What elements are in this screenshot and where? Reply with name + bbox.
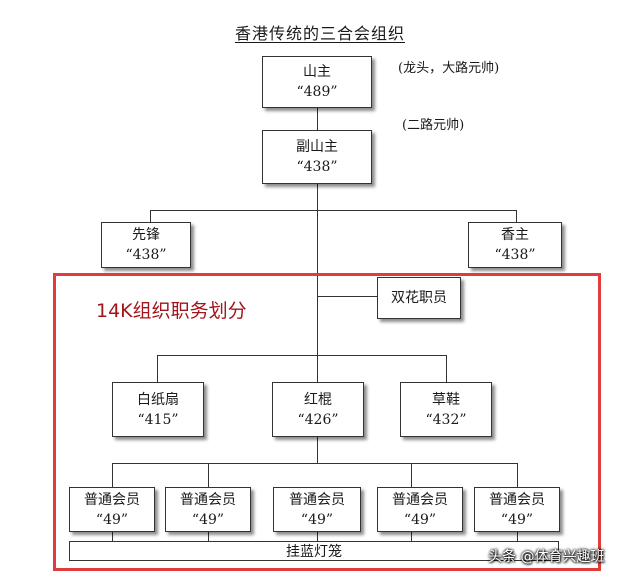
node-name: 副山主 (296, 139, 338, 155)
connector-line (517, 532, 519, 541)
node-caoxie: 草鞋 “432” (400, 382, 492, 437)
node-member: 普通会员 “49” (474, 487, 560, 532)
node-note: (龙头，大路元帅) (398, 61, 500, 76)
node-name: 先锋 (132, 227, 160, 243)
node-member: 普通会员 “49” (69, 487, 155, 532)
node-name: 普通会员 (392, 491, 448, 508)
node-xiangzhu: 香主 “438” (468, 222, 562, 268)
connector-line (317, 108, 319, 130)
highlight-frame (53, 273, 601, 571)
connector-line (317, 184, 319, 382)
node-name: 双花职员 (391, 290, 447, 306)
connector-line (150, 210, 152, 222)
node-name: 草鞋 (432, 391, 460, 408)
bottom-bar: 挂蓝灯笼 (69, 541, 559, 561)
connector-line (208, 463, 210, 487)
node-code: “49” (191, 511, 225, 528)
node-member: 普通会员 “49” (165, 487, 251, 532)
node-code: “49” (95, 511, 129, 528)
watermark: 头条 @体育兴趣班 (488, 549, 605, 565)
node-code: “438” (494, 247, 536, 263)
connector-line (317, 350, 319, 382)
connector-line (317, 437, 319, 463)
connector-line (112, 532, 114, 541)
node-name: 普通会员 (489, 491, 545, 508)
connector-line (112, 463, 518, 465)
node-member: 普通会员 “49” (273, 487, 361, 532)
connector-line (517, 463, 519, 487)
connector-line (157, 355, 447, 357)
node-code: “415” (137, 411, 179, 428)
node-baizhishan: 白纸扇 “415” (112, 382, 204, 437)
node-honggun: 红棍 “426” (272, 382, 364, 437)
connector-line (208, 532, 210, 541)
node-xianfeng: 先锋 “438” (101, 222, 191, 268)
node-code: “438” (296, 159, 338, 175)
node-fushanzhu: 副山主 “438” (262, 130, 372, 184)
node-code: “426” (297, 411, 339, 428)
connector-line (317, 532, 319, 541)
node-name: 普通会员 (84, 491, 140, 508)
node-name: 山主 (303, 64, 331, 80)
diagram-title: 香港传统的三合会组织 (234, 24, 405, 43)
connector-line (150, 210, 517, 212)
connector-line (411, 532, 413, 541)
connector-line (157, 355, 159, 382)
node-code: “49” (500, 511, 534, 528)
node-code: “432” (425, 411, 467, 428)
node-code: “49” (403, 511, 437, 528)
connector-line (516, 210, 518, 222)
node-name: 香主 (501, 227, 529, 243)
connector-line (112, 463, 114, 487)
node-code: “438” (125, 247, 167, 263)
connector-line (317, 296, 377, 298)
node-shanzhu: 山主 “489” (262, 56, 372, 108)
node-name: 红棍 (304, 391, 332, 408)
node-note: (二路元帅) (402, 118, 465, 133)
node-shuanghua: 双花职员 (377, 277, 461, 319)
node-code: “49” (300, 511, 334, 528)
connector-line (411, 463, 413, 487)
connector-line (446, 355, 448, 382)
section-label: 14K组织职务划分 (96, 300, 247, 322)
node-name: 白纸扇 (137, 391, 179, 408)
node-name: 普通会员 (180, 491, 236, 508)
node-member: 普通会员 “49” (377, 487, 463, 532)
node-name: 普通会员 (289, 491, 345, 508)
node-code: “489” (296, 84, 338, 100)
